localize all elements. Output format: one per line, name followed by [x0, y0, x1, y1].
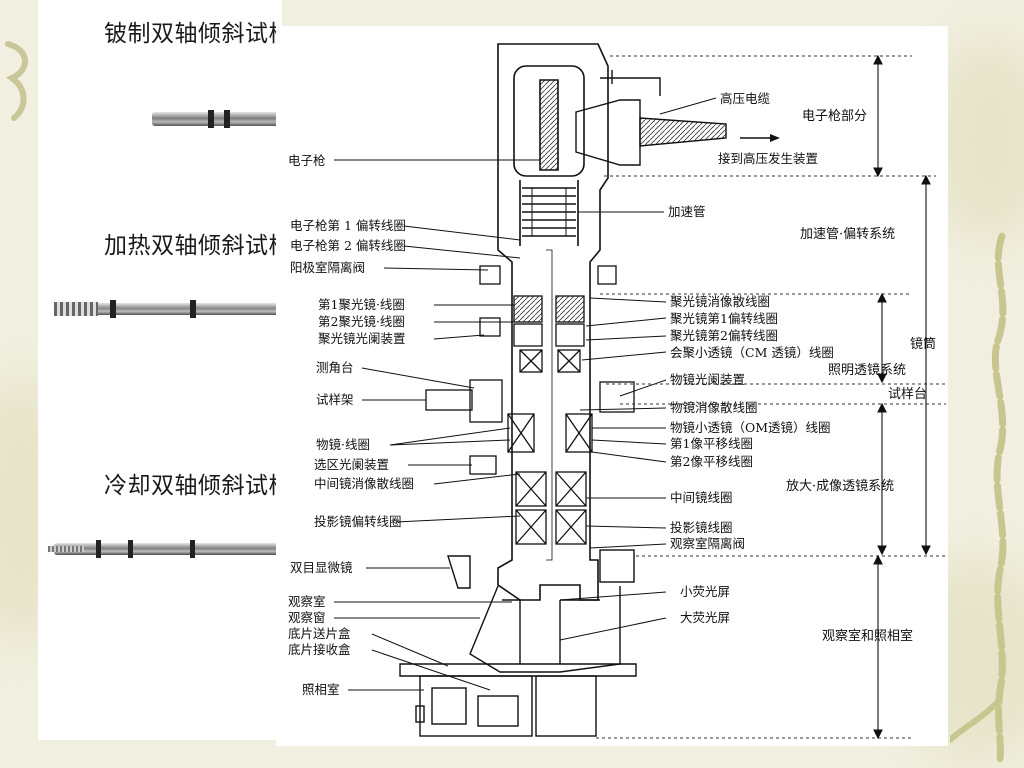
label-condenser-lens-1: 第1聚光镜·线圈: [318, 297, 405, 312]
label-om-lens-coil: 物镜小透镜（OM透镜）线圈: [670, 420, 831, 435]
section-illumination-lenses: 照明透镜系统: [828, 363, 906, 378]
label-small-screen: 小荧光屏: [680, 584, 730, 599]
label-condenser-aperture: 聚光镜光阑装置: [318, 331, 406, 346]
label-image-shift-1: 第1像平移线圈: [670, 436, 753, 451]
section-brackets: [873, 54, 931, 740]
slide-heading-cooling-holder: 冷却双轴倾斜试样架: [104, 473, 276, 499]
section-separators: [596, 55, 946, 739]
hv-cable-connector: [575, 70, 727, 166]
label-camera-chamber: 照相室: [302, 682, 340, 697]
right-leader-lines: [559, 97, 717, 641]
slide-heading-beryllium-holder: 铍制双轴倾斜试样架: [104, 21, 276, 47]
label-condenser-deflection-2: 聚光镜第2偏转线圈: [670, 328, 778, 343]
label-condenser-lens-2: 第2聚光镜·线圈: [318, 314, 405, 329]
slide-heading-heating-holder: 加热双轴倾斜试样架: [104, 233, 276, 259]
section-electron-gun: 电子枪部分: [802, 108, 867, 124]
section-specimen-stage: 试样台: [888, 387, 927, 402]
label-projector-deflection-coil: 投影镜偏转线圈: [314, 514, 402, 529]
section-accelerator-deflection: 加速管·偏转系统: [800, 227, 895, 242]
label-condenser-deflection-1: 聚光镜第1偏转线圈: [670, 311, 778, 326]
label-viewing-window: 观察窗: [288, 610, 326, 625]
label-to-hv-generator: 接到高压发生装置: [718, 151, 818, 166]
label-intermediate-lens-coil: 中间镜线圈: [670, 490, 733, 505]
label-goniometer: 测角台: [316, 360, 354, 375]
arrow-head: [770, 134, 780, 142]
tem-structure-figure: 电子枪 电子枪第 1 偏转线圈 电子枪第 2 偏转线圈 阳极室隔离阀 第1聚光镜…: [276, 26, 948, 746]
vine-decoration-left: [5, 41, 28, 121]
lens-coils: [507, 295, 593, 545]
label-condenser-stigmator: 聚光镜消像散线圈: [670, 294, 770, 309]
section-column: 镜筒: [910, 336, 936, 352]
vine-decoration-right: [950, 232, 1007, 764]
beryllium-holder-image: [152, 110, 282, 128]
heating-holder-image: [54, 300, 282, 318]
label-specimen-holder: 试样架: [316, 392, 354, 407]
cooling-holder-image: [48, 540, 282, 558]
label-large-screen: 大荧光屏: [680, 610, 730, 625]
label-intermediate-stigmator: 中间镜消像散线圈: [314, 476, 414, 491]
tem-column: [497, 43, 609, 601]
left-leader-lines: [334, 159, 540, 691]
label-viewing-isolation-valve: 观察室隔离阀: [670, 536, 745, 551]
section-viewing-camera: 观察室和照相室: [822, 628, 913, 644]
viewing-and-camera-chamber: [399, 549, 637, 737]
label-objective-aperture: 物镜光阑装置: [670, 372, 745, 387]
label-binocular-microscope: 双目显微镜: [290, 560, 353, 575]
tem-diagram: 电子枪 电子枪第 1 偏转线圈 电子枪第 2 偏转线圈 阳极室隔离阀 第1聚光镜…: [288, 43, 946, 740]
slide-panel: 铍制双轴倾斜试样架 加热双轴倾斜试样架 冷却双轴倾斜试样架: [38, 0, 282, 740]
label-cm-lens-coil: 会聚小透镜（CM 透镜）线圈: [670, 345, 834, 360]
label-gun-deflection-coil-1: 电子枪第 1 偏转线圈: [290, 218, 406, 233]
label-film-supply-box: 底片送片盒: [288, 626, 351, 641]
label-electron-gun: 电子枪: [288, 153, 326, 168]
label-viewing-chamber: 观察室: [288, 594, 326, 609]
label-film-receive-box: 底片接收盒: [288, 642, 351, 657]
label-objective-lens: 物镜·线圈: [316, 437, 370, 452]
label-image-shift-2: 第2像平移线圈: [670, 454, 753, 469]
label-projector-lens-coil: 投影镜线圈: [670, 520, 733, 535]
label-hv-cable: 高压电缆: [720, 91, 771, 106]
section-imaging-lenses: 放大·成像透镜系统: [786, 479, 894, 494]
label-accelerating-tube: 加速管: [668, 204, 706, 219]
label-gun-deflection-coil-2: 电子枪第 2 偏转线圈: [290, 238, 406, 253]
label-anode-isolation-valve: 阳极室隔离阀: [290, 260, 365, 275]
label-objective-stigmator: 物镜消像散线圈: [670, 400, 758, 415]
label-selected-area-aperture: 选区光阑装置: [314, 457, 389, 472]
